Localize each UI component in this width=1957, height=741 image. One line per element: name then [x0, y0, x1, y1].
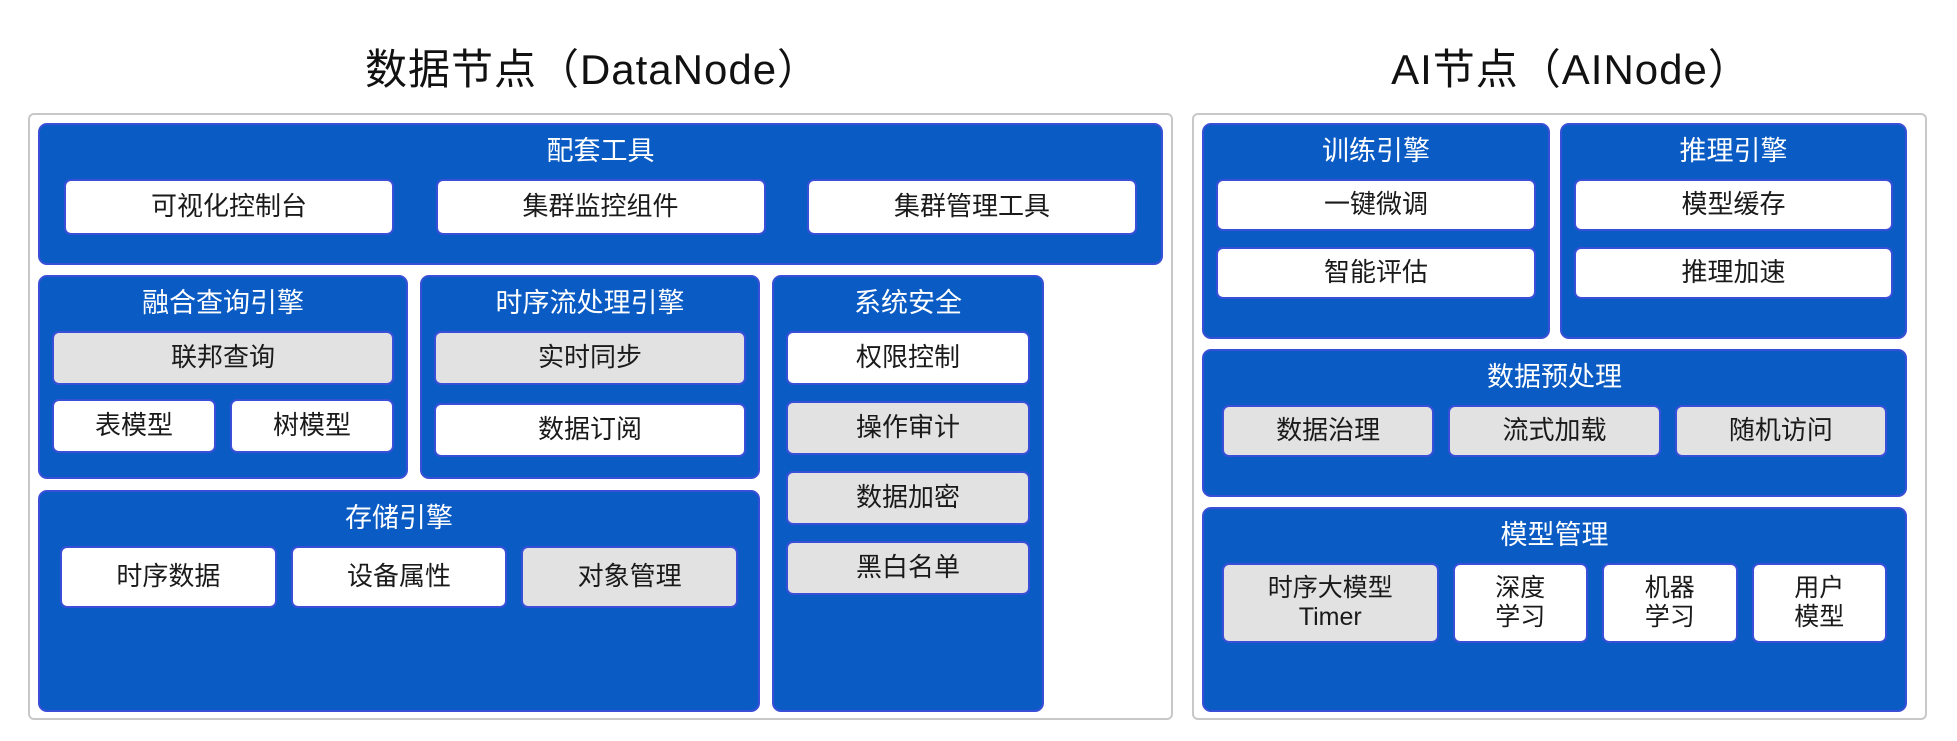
chip-intelligent-evaluation[interactable]: 智能评估	[1216, 246, 1536, 299]
chip-access-control[interactable]: 权限控制	[786, 330, 1030, 385]
chip-timeseries-data[interactable]: 时序数据	[60, 545, 277, 608]
panel-system-security: 系统安全 权限控制 操作审计 数据加密 黑白名单	[772, 275, 1044, 712]
chip-row-stream-items: 实时同步 数据订阅	[434, 330, 746, 457]
chip-row-inference-items: 模型缓存 推理加速	[1574, 178, 1893, 299]
panel-title-data-preprocessing: 数据预处理	[1487, 362, 1622, 392]
chip-cluster-monitoring[interactable]: 集群监控组件	[435, 178, 766, 235]
chip-data-encryption[interactable]: 数据加密	[786, 470, 1030, 525]
panel-federated-query-engine: 融合查询引擎 联邦查询 表模型 树模型	[38, 275, 408, 479]
chip-row-security-items: 权限控制 操作审计 数据加密 黑白名单	[786, 330, 1030, 595]
chip-row-storage-items: 时序数据 设备属性 对象管理	[52, 545, 746, 608]
chip-object-management[interactable]: 对象管理	[521, 545, 739, 608]
panel-title-system-security: 系统安全	[854, 288, 962, 318]
chip-row-training-items: 一键微调 智能评估	[1216, 178, 1536, 299]
chip-operation-audit[interactable]: 操作审计	[786, 400, 1030, 455]
datanode-section-title: 数据节点（DataNode）	[364, 46, 821, 93]
ainode-section-title: AI节点（AINode）	[1391, 46, 1751, 93]
panel-title-supporting-tools: 配套工具	[546, 136, 655, 166]
chip-one-click-finetune[interactable]: 一键微调	[1216, 178, 1536, 231]
chip-data-subscription[interactable]: 数据订阅	[434, 402, 746, 457]
chip-tree-model[interactable]: 树模型	[230, 398, 394, 453]
chip-model-cache[interactable]: 模型缓存	[1574, 178, 1893, 231]
datanode-container: 配套工具 可视化控制台 集群监控组件 集群管理工具 融合查询引擎 联邦查询 表模…	[28, 113, 1173, 720]
panel-title-model-management: 模型管理	[1500, 520, 1609, 550]
panel-title-stream-processing-engine: 时序流处理引擎	[495, 288, 685, 318]
chip-federated-query[interactable]: 联邦查询	[52, 330, 394, 385]
chip-visual-console[interactable]: 可视化控制台	[64, 178, 394, 235]
chip-inference-acceleration[interactable]: 推理加速	[1574, 246, 1893, 299]
chip-blacklist-whitelist[interactable]: 黑白名单	[786, 540, 1030, 595]
chip-table-model[interactable]: 表模型	[52, 398, 216, 453]
panel-title-inference-engine: 推理引擎	[1679, 136, 1788, 166]
chip-random-access[interactable]: 随机访问	[1674, 404, 1887, 457]
panel-supporting-tools: 配套工具 可视化控制台 集群监控组件 集群管理工具	[38, 123, 1163, 265]
panel-model-management: 模型管理 时序大模型 Timer 深度 学习 机器 学习 用户 模型	[1202, 507, 1907, 712]
ainode-container: 训练引擎 一键微调 智能评估 推理引擎 模型缓存 推理加速 数据预处理 数据治理…	[1192, 113, 1927, 720]
chip-row-model-items: 时序大模型 Timer 深度 学习 机器 学习 用户 模型	[1216, 562, 1893, 643]
chip-realtime-sync[interactable]: 实时同步	[434, 330, 746, 385]
chip-row-preprocess-items: 数据治理 流式加载 随机访问	[1216, 404, 1893, 457]
chip-timeseries-foundation-model-timer[interactable]: 时序大模型 Timer	[1222, 562, 1439, 643]
chip-machine-learning[interactable]: 机器 学习	[1602, 562, 1738, 643]
chip-deep-learning[interactable]: 深度 学习	[1452, 562, 1589, 643]
chip-data-governance[interactable]: 数据治理	[1222, 404, 1435, 457]
panel-title-federated-query-engine: 融合查询引擎	[142, 288, 304, 318]
panel-storage-engine: 存储引擎 时序数据 设备属性 对象管理	[38, 490, 760, 712]
panel-title-training-engine: 训练引擎	[1322, 136, 1430, 166]
chip-row-query-models: 表模型 树模型	[52, 398, 394, 453]
chip-device-attributes[interactable]: 设备属性	[290, 545, 508, 608]
panel-title-storage-engine: 存储引擎	[345, 503, 453, 533]
chip-cluster-management[interactable]: 集群管理工具	[807, 178, 1137, 235]
panel-stream-processing-engine: 时序流处理引擎 实时同步 数据订阅	[420, 275, 760, 479]
panel-inference-engine: 推理引擎 模型缓存 推理加速	[1560, 123, 1907, 339]
panel-data-preprocessing: 数据预处理 数据治理 流式加载 随机访问	[1202, 349, 1907, 497]
chip-user-model[interactable]: 用户 模型	[1751, 562, 1887, 643]
chip-streaming-load[interactable]: 流式加载	[1448, 404, 1661, 457]
chip-row-supporting-tools: 可视化控制台 集群监控组件 集群管理工具	[52, 178, 1149, 235]
panel-training-engine: 训练引擎 一键微调 智能评估	[1202, 123, 1550, 339]
